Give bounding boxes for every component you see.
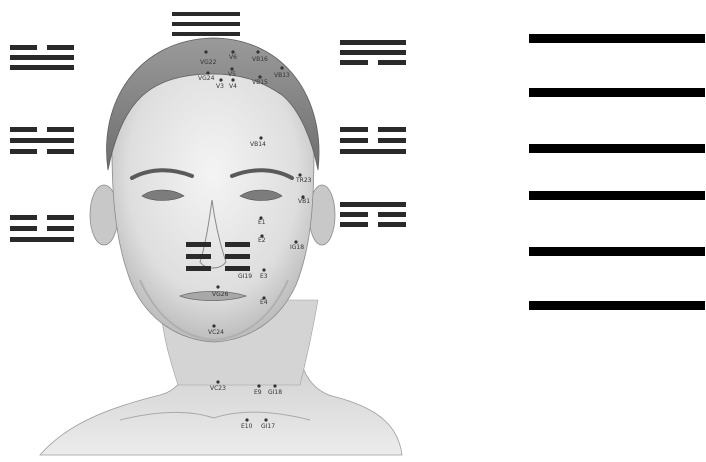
yin-line-left [340,222,368,227]
hexagram-line-5 [529,247,705,256]
acupoint-label: E2 [258,237,266,244]
trigram-mid-right [340,127,406,154]
acupoint-label: VB15 [252,79,268,86]
acupoint-dot [231,78,234,81]
acupoint-label: VG26 [212,291,229,298]
yin-line-right [378,60,406,65]
yang-line [340,50,406,55]
hexagram-line-2 [529,88,705,97]
acupoint-dot [216,285,219,288]
yang-line [340,202,406,207]
yin-line-right [378,212,406,217]
yang-line [172,32,240,36]
acupoint-dot [216,380,219,383]
yin-line-right [378,222,406,227]
yin-line-right [225,254,250,259]
acupoint-label: GI17 [261,423,275,430]
head-portrait [40,38,402,455]
yin-line-right [47,149,74,154]
acupoint-label: VC24 [208,329,224,336]
yin-line-right [378,127,406,132]
acupoint-dot [259,136,262,139]
hexagram-line-6 [529,301,705,310]
hexagram-line-3 [529,144,705,153]
yang-line [10,65,74,70]
acupoint-dot [273,384,276,387]
trigram-mid-left [10,127,74,154]
yin-line-right [47,226,74,231]
acupoint-label: VB14 [250,141,266,148]
acupoint-label: TR23 [295,177,312,184]
yin-line-left [10,226,37,231]
yang-line [10,237,74,242]
yin-line-right [47,215,74,220]
yin-line-left [10,45,37,50]
acupoint-label: E9 [254,389,262,396]
acupoint-label: VC23 [210,385,226,392]
acupoint-label: IG18 [290,244,304,251]
acupoint-label: V5 [228,71,236,78]
yin-line-left [10,127,37,132]
yin-line-right [225,266,250,271]
hexagram-line-1 [529,34,705,43]
yang-line [172,22,240,26]
trigram-low-left [10,215,74,242]
yin-line-right [47,45,74,50]
yin-line-right [47,127,74,132]
yang-line [10,55,74,60]
yin-line-left [10,215,37,220]
trigram-top-left [10,45,74,70]
yin-line-left [186,242,211,247]
yin-line-left [10,149,37,154]
yin-line-left [340,138,368,143]
acupoint-label: VB16 [252,56,268,63]
yin-line-right [225,242,250,247]
yang-line [340,40,406,45]
acupoint-dot [256,50,259,53]
trigram-top [172,12,240,36]
hexagram [529,34,705,310]
acupoint-dot [264,418,267,421]
yin-line-left [186,254,211,259]
yang-line [10,138,74,143]
hexagram-line-4 [529,191,705,200]
acupoint-dot [262,268,265,271]
yin-line-left [340,127,368,132]
acupoint-label: E4 [260,299,268,306]
acupoint-label: GI18 [268,389,282,396]
acupoint-dot [204,50,207,53]
acupoint-label: GI19 [238,273,252,280]
acupoint-label: V3 [216,83,224,90]
yin-line-right [378,138,406,143]
acupoint-label: V6 [229,54,237,61]
acupoint-label: VB13 [274,72,290,79]
acupoint-dot [257,384,260,387]
acupoint-dot [280,66,283,69]
yang-line [172,12,240,16]
acupoint-dot [245,418,248,421]
acupoint-label: VG24 [198,75,215,82]
yin-line-left [340,212,368,217]
trigram-top-right [340,40,406,65]
acupoint-dot [212,324,215,327]
yin-line-left [186,266,211,271]
acupoint-label: E1 [258,219,266,226]
acupoint-label: E10 [241,423,253,430]
yang-line [340,149,406,154]
acupoint-label: VB1 [298,198,310,205]
trigram-low-right [340,202,406,227]
acupoint-label: E3 [260,273,268,280]
acupoint-label: V4 [229,83,237,90]
acupoint-dot [219,78,222,81]
acupoint-label: VG22 [200,59,217,66]
yin-line-left [340,60,368,65]
